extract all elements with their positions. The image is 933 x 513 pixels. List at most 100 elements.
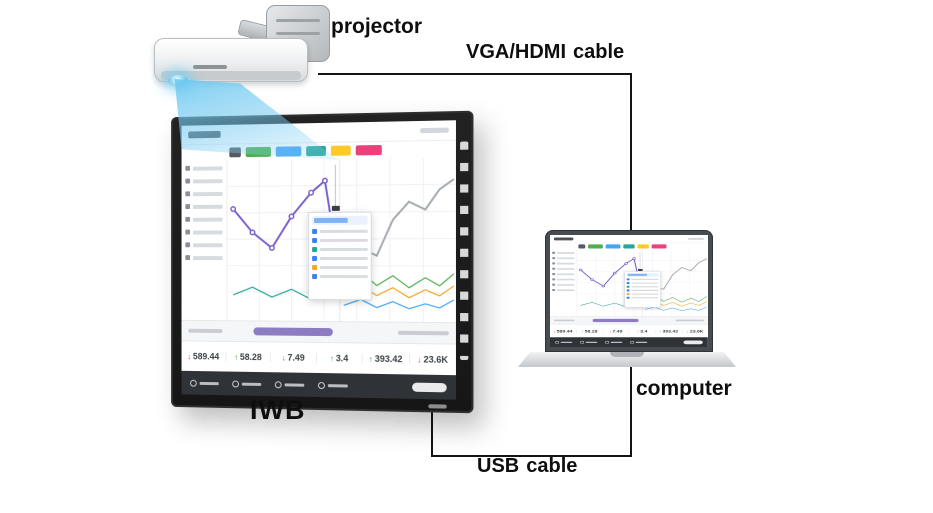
stat-arrow-icon: ↓: [187, 352, 191, 361]
stat-value: 58.28: [240, 352, 262, 362]
menu-item-label-bar: [557, 257, 575, 259]
dropdown-item-label-bar: [631, 283, 658, 284]
menu-item-icon: [185, 191, 190, 196]
laptop-notch: [610, 352, 644, 357]
menu-item-label-bar: [193, 217, 223, 221]
sidebar-item: [552, 273, 574, 275]
menu-item-label-bar: [193, 204, 223, 208]
menu-item-label-bar: [557, 263, 575, 265]
blue-series-line: [344, 299, 454, 309]
dropdown-item: [312, 238, 368, 243]
dashboard-sidebar: [550, 250, 577, 316]
toolbar-item-label-bar: [586, 342, 597, 343]
dropdown-item-label-bar: [631, 297, 658, 298]
vga-cable-label: VGA/HDMI cable: [466, 41, 624, 64]
toolbar-item-label-bar: [636, 342, 647, 343]
timeline-date-bar: [676, 320, 704, 322]
dashboard-toolbar: [182, 371, 456, 400]
usb-cable-label-suffix: cable: [526, 455, 577, 477]
stat-cell: ↓7.49: [602, 329, 628, 333]
dropdown-item: [312, 229, 368, 234]
dashboard-screen: ↓589.44 ↑58.28 ↓7.49 ↑3.4 ↑393.42 ↓23.6K: [182, 120, 456, 399]
timeline-range-slider: [593, 319, 639, 322]
menu-item-label-bar: [193, 230, 223, 234]
dropdown-item: [627, 286, 659, 288]
stat-cell: ↓23.6K: [681, 329, 707, 333]
menu-item-icon: [552, 273, 555, 275]
menu-item-label-bar: [193, 256, 223, 260]
stat-arrow-icon: ↑: [369, 355, 373, 364]
dropdown-item: [312, 274, 368, 279]
sidebar-item: [185, 242, 222, 247]
stat-value: 589.44: [557, 329, 573, 333]
stat-value: 3.4: [336, 353, 348, 363]
laptop: ↓589.44 ↑58.28 ↓7.49 ↑3.4 ↑393.42 ↓23.6K: [518, 230, 736, 370]
menu-item-icon: [185, 179, 190, 184]
stat-arrow-icon: ↓: [553, 329, 555, 333]
toolbar-item-icon: [630, 341, 634, 344]
tag-teal: [623, 244, 634, 248]
dropdown-item-icon: [627, 279, 630, 281]
sidebar-item: [185, 191, 222, 196]
stat-value: 393.42: [662, 329, 678, 333]
toolbar-item-icon: [555, 341, 559, 344]
vga-cable-label-prefix: VGA/HDMI: [466, 41, 566, 63]
menu-item-icon: [185, 230, 190, 235]
menu-item-icon: [552, 262, 555, 264]
menu-item-label-bar: [557, 284, 575, 286]
menu-item-icon: [552, 278, 555, 280]
toolbar-item-icon: [580, 341, 584, 344]
menu-item-label-bar: [193, 191, 223, 195]
menu-item-label-bar: [193, 166, 223, 170]
tag-blue: [606, 244, 621, 248]
toolbar-item: [318, 381, 348, 389]
stat-arrow-icon: ↑: [581, 329, 583, 333]
tag-green: [588, 244, 603, 248]
dropdown-item: [627, 290, 659, 292]
projector-label: projector: [331, 15, 422, 39]
stat-cell: ↑3.4: [629, 329, 655, 333]
toolbar-item: [630, 341, 647, 344]
sidebar-item: [552, 289, 574, 291]
dashboard-dropdown-panel: [624, 272, 661, 308]
laptop-screen: ↓589.44 ↑58.28 ↓7.49 ↑3.4 ↑393.42 ↓23.6K: [545, 230, 713, 352]
dropdown-item-label-bar: [320, 248, 368, 251]
menu-item-icon: [185, 217, 190, 222]
usb-cable-label: USBcable: [477, 455, 577, 478]
sidebar-item: [552, 268, 574, 270]
toolbar-item: [555, 341, 572, 344]
stat-arrow-icon: ↑: [637, 329, 639, 333]
vga-cable-label-suffix: cable: [573, 41, 624, 63]
tag-pink: [652, 244, 667, 248]
stat-value: 7.49: [288, 353, 305, 363]
iwb-brand-mark: [428, 404, 446, 408]
stat-cell: ↓7.49: [270, 352, 316, 363]
dashboard-stats-row: ↓589.44 ↑58.28 ↓7.49 ↑3.4 ↑393.42 ↓23.6K: [550, 325, 708, 338]
dropdown-item-icon: [627, 290, 630, 292]
projector-vent: [193, 65, 227, 69]
iwb-label: IWB: [250, 395, 305, 426]
stat-value: 23.6K: [690, 329, 704, 333]
dropdown-item-label-bar: [631, 286, 658, 287]
usb-cable-line-right: [630, 367, 632, 457]
dropdown-item-label-bar: [320, 239, 368, 242]
toolbar-item: [275, 381, 304, 388]
stat-value: 23.6K: [424, 354, 449, 365]
dropdown-item: [627, 279, 659, 281]
stat-cell: ↑393.42: [655, 329, 681, 333]
dropdown-item: [627, 297, 659, 299]
stat-arrow-icon: ↓: [417, 355, 421, 364]
dashboard-body: [182, 157, 456, 322]
sidebar-item: [552, 284, 574, 286]
toolbar-item-label-bar: [242, 382, 261, 385]
tag-yellow: [637, 244, 648, 248]
stat-cell: ↓589.44: [550, 329, 576, 333]
dropdown-item-label-bar: [320, 230, 368, 233]
toolbar-item: [605, 341, 622, 344]
tag-pink: [356, 145, 382, 155]
dashboard-screen: ↓589.44 ↑58.28 ↓7.49 ↑3.4 ↑393.42 ↓23.6K: [550, 235, 708, 347]
dropdown-item-icon: [312, 247, 317, 252]
chart-cursor-line: [335, 165, 336, 209]
dashboard-sidebar: [182, 160, 228, 320]
